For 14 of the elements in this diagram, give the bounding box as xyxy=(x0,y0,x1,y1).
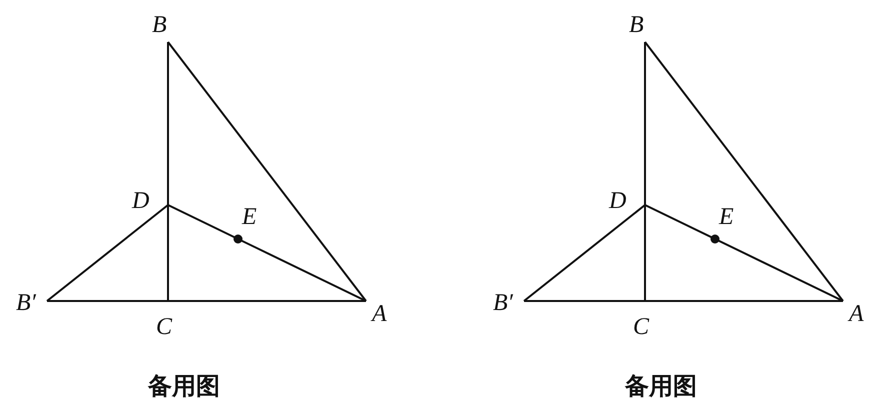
point-label: D xyxy=(609,188,626,214)
point-label: A xyxy=(849,301,864,327)
point-label: D xyxy=(132,188,150,214)
point-label: A xyxy=(372,301,387,327)
point-label: C xyxy=(633,314,650,340)
figure-caption: 备用图 xyxy=(625,372,697,400)
figure-caption: 备用图 xyxy=(148,372,220,400)
point-label: E xyxy=(719,204,734,230)
point-label: C xyxy=(156,314,172,340)
point-label: B′ xyxy=(493,290,513,316)
point-label: B xyxy=(629,12,644,38)
point-label: E xyxy=(242,204,257,230)
point-label: B′ xyxy=(16,290,36,316)
point-label: B xyxy=(152,12,167,38)
